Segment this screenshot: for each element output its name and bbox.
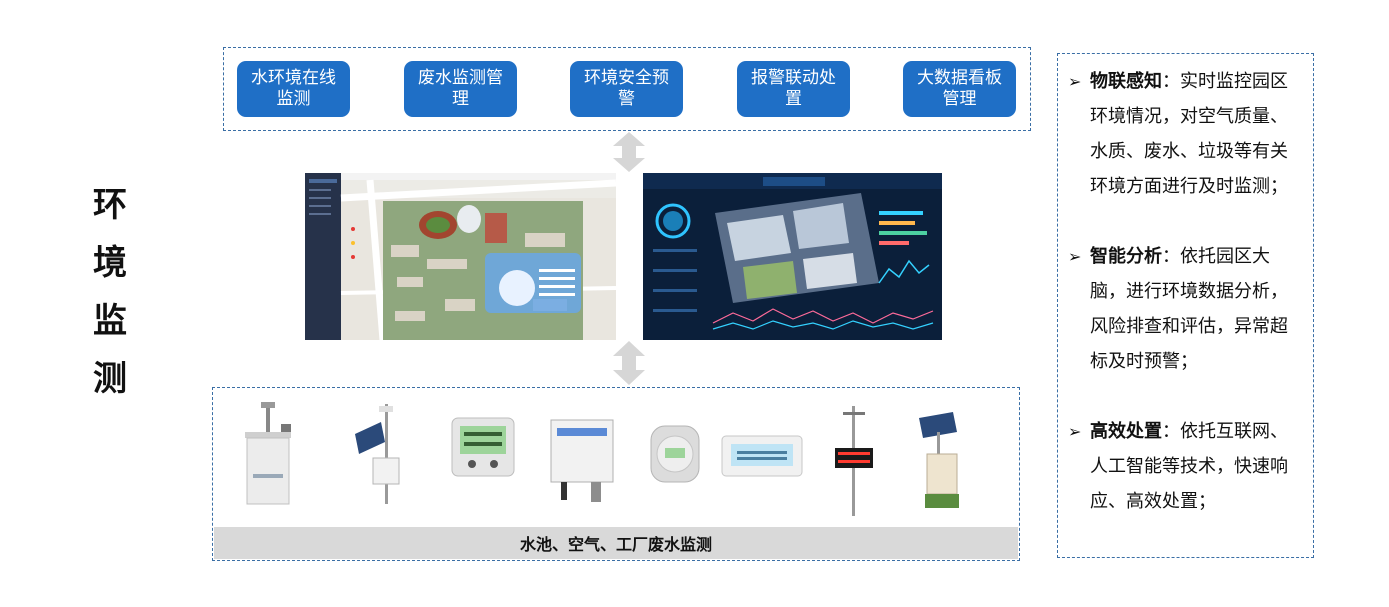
round-sensor-icon [650, 425, 700, 483]
module-label: 废水监测管理 [418, 68, 503, 109]
module-label: 报警联动处置 [751, 68, 836, 109]
feature-item: ➢ 高效处置：依托互联网、人工智能等技术，快速响应、高效处置； [1068, 414, 1305, 519]
air-monitor-station-icon [245, 402, 291, 505]
module-bigdata-dashboard[interactable]: 大数据看板管理 [903, 61, 1016, 117]
feature-panel: ➢ 物联感知：实时监控园区环境情况，对空气质量、水质、废水、垃圾等有关环境方面进… [1057, 53, 1314, 558]
dashboard-screenshot [643, 173, 942, 340]
main-title: 环 境 监 测 [88, 176, 132, 408]
solar-sensor-pole-icon [355, 404, 400, 504]
feature-sep: ： [1162, 246, 1180, 267]
temperature-humidity-display-icon [451, 417, 515, 477]
feature-item: ➢ 智能分析：依托园区大脑，进行环境数据分析，风险排查和评估，异常超标及时预警； [1068, 239, 1305, 379]
feature-name: 物联感知 [1090, 71, 1162, 92]
feature-desc: 依托互联网、人工智能等技术，快速响应、高效处置； [1090, 421, 1288, 512]
bottom-caption: 水池、空气、工厂废水监测 [214, 527, 1018, 559]
wall-sensor-box-icon [550, 419, 614, 502]
feature-sep: ： [1162, 71, 1180, 92]
weather-station-led-icon [835, 406, 873, 516]
feature-sep: ： [1162, 421, 1180, 442]
feature-item: ➢ 物联感知：实时监控园区环境情况，对空气质量、水质、废水、垃圾等有关环境方面进… [1068, 64, 1305, 204]
module-wastewater-management[interactable]: 废水监测管理 [404, 61, 517, 117]
module-label: 大数据看板管理 [917, 68, 1002, 109]
device-panel: 水池、空气、工厂废水监测 [212, 387, 1020, 561]
module-label: 环境安全预警 [584, 68, 669, 109]
module-alarm-linkage[interactable]: 报警联动处置 [737, 61, 850, 117]
feature-desc: 依托园区大脑，进行环境数据分析，风险排查和评估，异常超标及时预警； [1090, 246, 1288, 372]
module-label: 水环境在线监测 [251, 68, 336, 109]
main-title-char: 境 [93, 243, 127, 283]
module-panel: 水环境在线监测 废水监测管理 环境安全预警 报警联动处置 大数据看板管理 [223, 47, 1031, 131]
main-title-char: 测 [93, 359, 127, 399]
feature-name: 高效处置 [1090, 421, 1162, 442]
map-screenshot [305, 173, 616, 340]
module-safety-warning[interactable]: 环境安全预警 [570, 61, 683, 117]
feature-desc: 实时监控园区环境情况，对空气质量、水质、废水、垃圾等有关环境方面进行及时监测； [1090, 71, 1288, 197]
arrow-bullet-icon: ➢ [1068, 422, 1082, 441]
arrow-bullet-icon: ➢ [1068, 247, 1082, 266]
solar-water-station-icon [919, 412, 959, 508]
main-title-char: 环 [93, 185, 127, 225]
double-arrow-icon [613, 341, 645, 385]
lcd-sensor-icon [721, 435, 803, 477]
main-title-char: 监 [93, 301, 127, 341]
module-water-monitoring[interactable]: 水环境在线监测 [237, 61, 350, 117]
feature-name: 智能分析 [1090, 246, 1162, 267]
double-arrow-icon [613, 132, 645, 172]
arrow-bullet-icon: ➢ [1068, 72, 1082, 91]
